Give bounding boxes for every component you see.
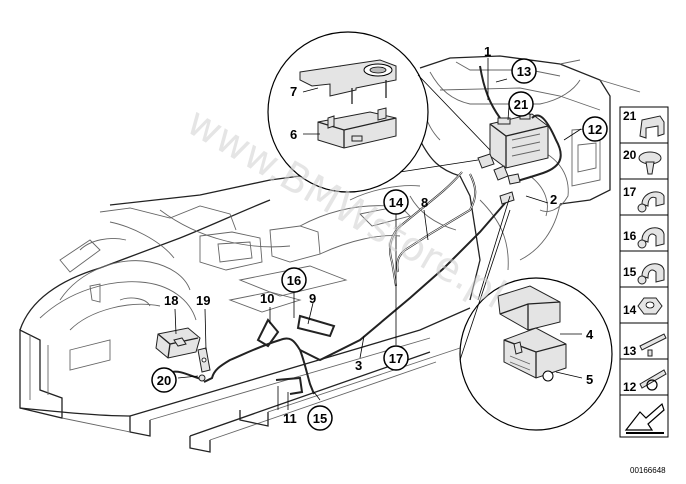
cable-clamp-icon [637, 227, 665, 249]
callout-4: 4 [586, 327, 594, 342]
battery-terminal-brackets [477, 153, 521, 205]
callout-13: 13 [517, 64, 531, 79]
sidebar-item-21[interactable]: 21 [619, 106, 669, 144]
callout-9: 9 [309, 291, 316, 306]
callout-7: 7 [290, 84, 297, 99]
callout-21: 21 [514, 97, 528, 112]
callout-19: 19 [196, 293, 210, 308]
circled-callouts: 13 21 12 14 16 17 20 15 [151, 58, 608, 431]
cable-tie-icon [639, 333, 667, 357]
sidebar-item-label: 17 [623, 185, 637, 199]
callout-3: 3 [355, 358, 362, 373]
inset-terminal-cover [267, 31, 491, 193]
parts-sidebar: 21 20 17 16 [619, 106, 669, 438]
callout-18: 18 [164, 293, 178, 308]
document-id: 00166648 [630, 466, 666, 475]
inset-positive-terminal [459, 195, 613, 431]
sidebar-item-label: 13 [623, 344, 637, 358]
sidebar-item-13[interactable]: 13 [619, 322, 669, 360]
sidebar-item-14[interactable]: 14 [619, 286, 669, 324]
callout-5: 5 [586, 372, 593, 387]
callout-10: 10 [260, 291, 274, 306]
sidebar-item-label: 16 [623, 229, 637, 243]
callout-20: 20 [157, 373, 171, 388]
callout-11: 11 [283, 411, 297, 426]
cable-clamp-icon [637, 263, 665, 285]
callout-labels: 1 2 3 4 5 6 7 8 9 10 11 18 19 [164, 44, 594, 426]
jump-start-terminal [155, 327, 211, 382]
callout-12: 12 [588, 122, 602, 137]
expanding-rivet-icon [638, 151, 662, 175]
sidebar-item-label: 12 [623, 380, 637, 394]
bracket-clip-icon [639, 115, 665, 139]
callout-2: 2 [550, 192, 557, 207]
sidebar-item-label: 20 [623, 148, 637, 162]
car-body-shell [19, 175, 471, 453]
sidebar-item-label: 15 [623, 265, 637, 279]
battery [489, 113, 549, 169]
sidebar-item-label: 21 [623, 109, 637, 123]
sidebar-item-arrow[interactable] [619, 394, 669, 438]
callout-17: 17 [389, 351, 403, 366]
callout-16: 16 [287, 273, 301, 288]
hex-nut-icon [637, 297, 663, 315]
cable-tie-icon [639, 369, 667, 391]
leader-lines [174, 58, 583, 410]
callout-6: 6 [290, 127, 297, 142]
cable-clamp-icon [637, 191, 665, 213]
callout-1: 1 [484, 44, 491, 59]
sidebar-item-12[interactable]: 12 [619, 358, 669, 396]
callout-8: 8 [421, 195, 428, 210]
sidebar-item-label: 14 [623, 303, 637, 317]
sidebar-item-17[interactable]: 17 [619, 178, 669, 216]
sidebar-item-20[interactable]: 20 [619, 142, 669, 180]
callout-14: 14 [389, 195, 404, 210]
sidebar-item-16[interactable]: 16 [619, 214, 669, 252]
arrow-icon [624, 402, 665, 434]
sidebar-item-15[interactable]: 15 [619, 250, 669, 288]
callout-15: 15 [313, 411, 327, 426]
battery-cables [171, 65, 562, 395]
